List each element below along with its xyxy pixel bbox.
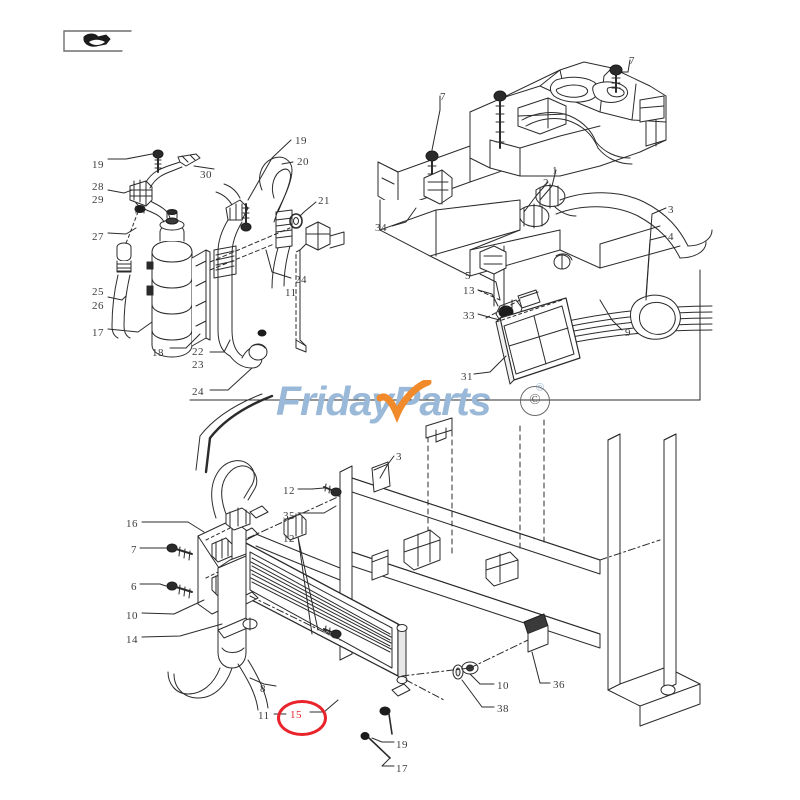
callout-number-13: 13 — [463, 285, 475, 297]
callout-number-2: 2 — [543, 177, 549, 189]
callout-number-18: 18 — [152, 347, 164, 359]
callout-number-12: 12 — [283, 485, 295, 497]
callout-number-8: 8 — [260, 683, 266, 695]
callout-number-21: 21 — [318, 195, 330, 207]
callout-number-15: 15 — [290, 709, 302, 721]
watermark: FridayParts ® — [276, 378, 576, 424]
callout-number-23: 23 — [192, 359, 204, 371]
callout-number-7: 7 — [440, 91, 446, 103]
callout-number-19: 19 — [396, 739, 408, 751]
callout-number-38: 38 — [497, 703, 509, 715]
callout-number-17: 17 — [396, 763, 408, 775]
callout-number-7: 7 — [629, 55, 635, 67]
callout-number-36: 36 — [553, 679, 565, 691]
callout-number-24: 24 — [295, 274, 307, 286]
copyright-symbol: © — [520, 386, 550, 416]
callout-number-29: 29 — [92, 194, 104, 206]
callout-number-26: 26 — [92, 300, 104, 312]
hand-pointer-tag — [62, 28, 140, 54]
callout-number-10: 10 — [497, 680, 509, 692]
check-icon — [376, 380, 432, 423]
callout-number-19: 19 — [92, 159, 104, 171]
callout-number-1: 1 — [552, 165, 558, 177]
callout-number-16: 16 — [126, 518, 138, 530]
callout-number-31: 31 — [461, 371, 473, 383]
callout-number-9: 9 — [625, 327, 631, 339]
callout-number-25: 25 — [92, 286, 104, 298]
callout-number-11: 11 — [285, 287, 297, 299]
callout-number-35: 35 — [283, 510, 295, 522]
callout-number-28: 28 — [92, 181, 104, 193]
callout-number-19: 19 — [295, 135, 307, 147]
callout-number-10: 10 — [126, 610, 138, 622]
callout-number-5: 5 — [465, 270, 471, 282]
callout-number-14: 14 — [126, 634, 138, 646]
callout-number-34: 34 — [375, 222, 387, 234]
callout-number-22: 22 — [192, 346, 204, 358]
callout-number-12: 12 — [283, 533, 295, 545]
callout-number-27: 27 — [92, 231, 104, 243]
callout-number-6: 6 — [131, 581, 137, 593]
watermark-text: FridayParts — [276, 378, 492, 424]
callout-number-4: 4 — [668, 231, 674, 243]
callout-number-17: 17 — [92, 327, 104, 339]
callout-number-3: 3 — [668, 204, 674, 216]
callout-number-30: 30 — [200, 169, 212, 181]
callout-number-11: 11 — [258, 710, 270, 722]
callout-number-7: 7 — [131, 544, 137, 556]
callout-number-3: 3 — [396, 451, 402, 463]
callout-number-20: 20 — [297, 156, 309, 168]
callout-number-33: 33 — [463, 310, 475, 322]
callout-number-24: 24 — [192, 386, 204, 398]
highlight-ellipse — [277, 700, 327, 736]
